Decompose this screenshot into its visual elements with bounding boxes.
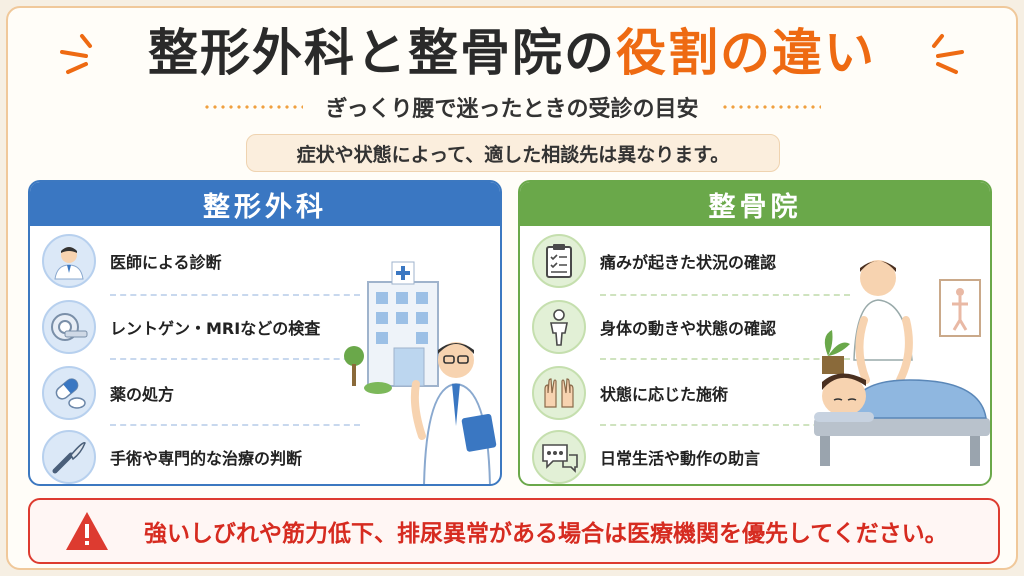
dotted-divider-left	[203, 105, 304, 109]
page-title: 整形外科と整骨院の役割の違い	[0, 14, 1024, 84]
burst-lines-left-icon	[60, 34, 92, 74]
hands-icon	[532, 366, 586, 420]
bonesetter-item-label: 日常生活や動作の助言	[600, 449, 761, 468]
note-banner: 症状や状態によって、適した相談先は異なります。	[246, 134, 780, 172]
title-accent: 役割の違い	[616, 24, 876, 82]
orthopedics-item: レントゲン・MRIなどの検査	[42, 298, 342, 356]
hospital-doctor-illustration	[344, 261, 497, 484]
dashed-separator	[110, 294, 360, 296]
orthopedics-item-label: 医師による診断	[110, 253, 222, 272]
dashed-separator	[110, 424, 360, 426]
orthopedics-item-label: 手術や専門的な治療の判断	[110, 449, 303, 468]
warning-banner: 強いしびれや筋力低下、排尿異常がある場合は医療機関を優先してください。	[28, 498, 1000, 564]
dashed-separator	[110, 358, 360, 360]
mri-scanner-icon	[42, 300, 96, 354]
bonesetter-item-label: 状態に応じた施術	[600, 385, 729, 404]
warning-text: 強いしびれや筋力低下、排尿異常がある場合は医療機関を優先してください。	[144, 521, 948, 547]
body-figure-icon	[532, 300, 586, 354]
burst-lines-right-icon	[932, 34, 964, 74]
capsule-pill-icon	[42, 366, 96, 420]
warning-triangle-icon	[66, 512, 108, 550]
orthopedics-panel: 整形外科 医師による診断 レントゲン・MRIなどの検査	[28, 180, 502, 486]
scalpel-icon	[42, 430, 96, 484]
clipboard-icon	[532, 234, 586, 288]
bonesetter-item-label: 痛みが起きた状況の確認	[600, 253, 777, 272]
orthopedics-panel-title: 整形外科	[30, 182, 500, 226]
note-text: 症状や状態によって、適した相談先は異なります。	[296, 143, 730, 166]
dotted-divider-right	[720, 105, 821, 109]
doctor-icon	[42, 234, 96, 288]
subtitle-row: ぎっくり腰で迷ったときの受診の目安	[0, 90, 1024, 124]
bonesetter-item: 状態に応じた施術	[532, 364, 832, 422]
bonesetter-item-label: 身体の動きや状態の確認	[600, 319, 777, 338]
subtitle: ぎっくり腰で迷ったときの受診の目安	[325, 97, 699, 122]
bonesetter-item: 身体の動きや状態の確認	[532, 298, 832, 356]
orthopedics-item: 手術や専門的な治療の判断	[42, 428, 342, 484]
orthopedics-item-label: レントゲン・MRIなどの検査	[110, 319, 321, 338]
dashed-separator	[600, 294, 850, 296]
bonesetter-item: 痛みが起きた状況の確認	[532, 232, 832, 290]
bonesetter-panel: 整骨院 痛みが起きた状況の確認 身体の動きや状態の確認	[518, 180, 992, 486]
orthopedics-item: 医師による診断	[42, 232, 342, 290]
speech-bubble-icon	[532, 430, 586, 484]
bonesetter-panel-title: 整骨院	[520, 182, 990, 226]
orthopedics-item: 薬の処方	[42, 364, 342, 422]
orthopedics-item-label: 薬の処方	[110, 385, 175, 404]
dashed-separator	[600, 358, 850, 360]
dashed-separator	[600, 424, 850, 426]
bonesetter-item: 日常生活や動作の助言	[532, 428, 832, 484]
practitioner-treatment-illustration	[814, 260, 990, 466]
title-main: 整形外科と整骨院の	[148, 24, 616, 82]
